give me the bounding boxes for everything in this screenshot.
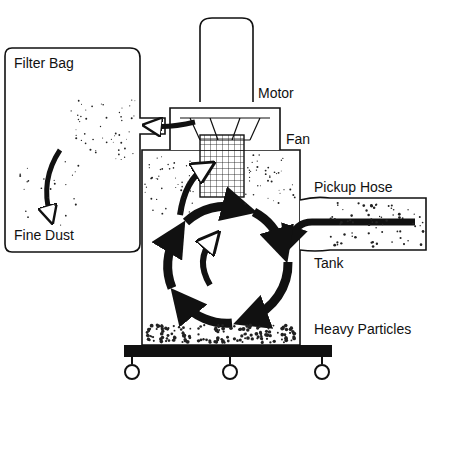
casters <box>125 357 329 379</box>
filter-bag <box>5 48 165 252</box>
cyclone-arrows <box>168 206 288 323</box>
part-label: Fine Dust <box>12 228 76 243</box>
part-label: Filter Bag <box>12 56 76 71</box>
part-label: Fan <box>284 132 312 147</box>
part-label: Pickup Hose <box>312 180 395 195</box>
exhaust-arrow <box>152 122 195 127</box>
filter-screen <box>200 135 244 197</box>
fine-dust-arrow <box>47 150 60 215</box>
part-label: Motor <box>256 86 296 101</box>
base-plate <box>124 345 332 357</box>
rising-air-arrows <box>180 168 212 285</box>
part-label: Heavy Particles <box>312 322 413 337</box>
motor <box>200 18 253 102</box>
inflow-arrow <box>290 222 415 240</box>
part-label: Tank <box>312 256 346 271</box>
dust-particles <box>19 99 424 344</box>
